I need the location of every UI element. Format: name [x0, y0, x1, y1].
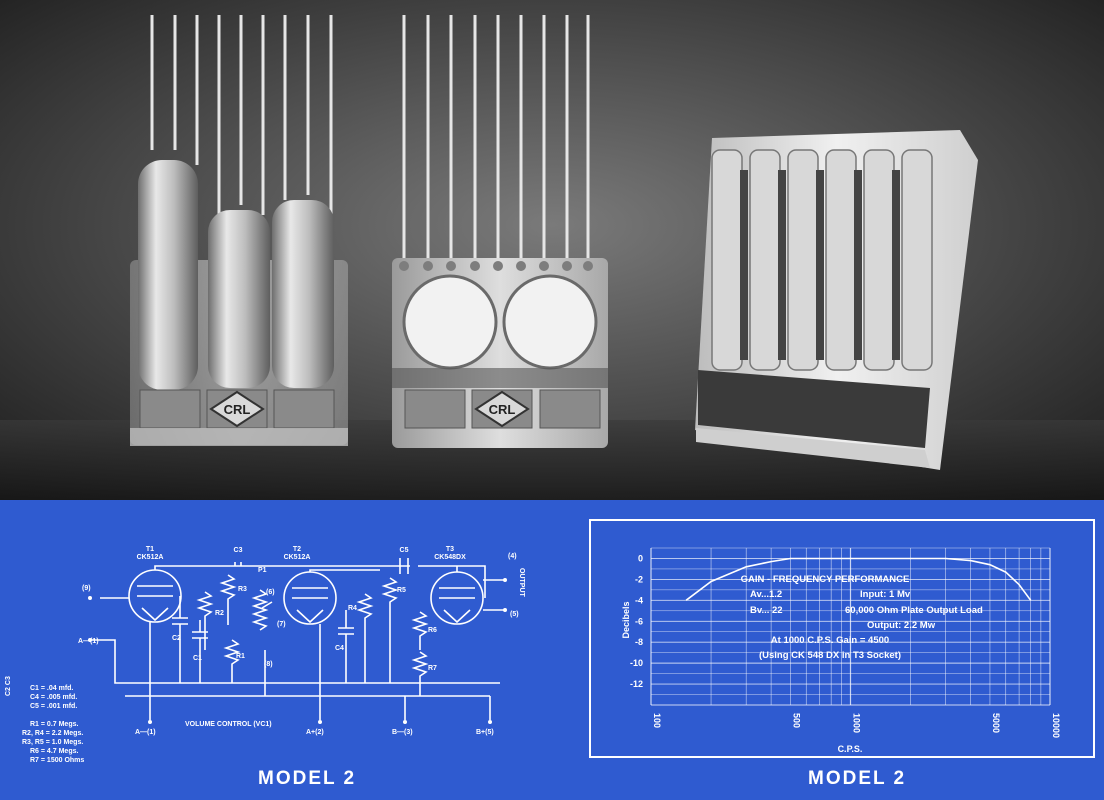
schematic-model-title: MODEL 2 — [258, 768, 357, 789]
x-tick-label: 100 — [652, 713, 662, 728]
annotation-bv: Bv... 22 — [750, 605, 783, 616]
annotation-load: 60,000 Ohm Plate Output Load — [845, 605, 983, 616]
x-axis-label: C.P.S. — [838, 744, 863, 754]
legend-item: R6 = 4.7 Megs. — [30, 748, 78, 755]
label-a1-bottom: A—(1) — [135, 729, 156, 736]
chart-annotations: GAIN - FREQUENCY PERFORMANCE Av...1.2 In… — [741, 574, 983, 661]
label-t1-type: CK512A — [137, 554, 164, 561]
legend-side-label: C2 C3 — [5, 676, 12, 696]
label-r5: R5 — [397, 587, 406, 594]
x-tick-label: 1000 — [852, 713, 862, 733]
label-pin4: (4) — [508, 553, 517, 560]
y-tick-label: -6 — [635, 616, 643, 626]
label-c1: C1 — [193, 655, 202, 662]
label-pin6: (6) — [266, 589, 275, 596]
legend-item: C1 = .04 mfd. — [30, 685, 73, 692]
y-tick-labels: 0 -2 -4 -6 -8 -10 -12 — [630, 553, 643, 689]
label-r2: R2 — [215, 610, 224, 617]
label-r3: R3 — [238, 586, 247, 593]
crl-logo-2: CRL — [474, 390, 530, 428]
label-c4: C4 — [335, 645, 344, 652]
y-tick-label: 0 — [638, 553, 643, 563]
label-bplus5: B+(5) — [476, 729, 494, 736]
y-tick-label: -2 — [635, 574, 643, 584]
annotation-output: Output: 2.2 Mw — [867, 620, 936, 631]
label-t2: T2 — [293, 546, 301, 553]
legend-item: R1 = 0.7 Megs. — [30, 721, 78, 728]
label-a1-left: A—(1) — [78, 638, 99, 645]
label-c5: C5 — [400, 547, 409, 554]
label-t3-type: CK548DX — [434, 554, 466, 561]
y-tick-label: -4 — [635, 595, 643, 605]
tube-module: CRL — [130, 15, 348, 446]
label-c2: C2 — [172, 635, 181, 642]
x-tick-label: 10000 — [1051, 713, 1061, 738]
label-r4: R4 — [348, 605, 357, 612]
product-photo: CRL — [0, 0, 1104, 500]
annotation-input: Input: 1 Mv — [860, 589, 911, 600]
gain-curve — [685, 557, 1032, 601]
label-r7: R7 — [428, 665, 437, 672]
label-bminus3: B—(3) — [392, 729, 413, 736]
label-output: OUTPUT — [518, 568, 525, 598]
crl-logo-text-2: CRL — [489, 402, 516, 417]
label-pin5: (5) — [510, 611, 519, 618]
sleeve-module — [695, 130, 978, 470]
label-r1: R1 — [236, 653, 245, 660]
chart-grid — [650, 547, 1051, 706]
annotation-gain: At 1000 C.P.S. Gain = 4500 — [771, 635, 889, 646]
label-t1: T1 — [146, 546, 154, 553]
x-tick-labels: 100 500 1000 5000 10000 — [652, 713, 1061, 738]
legend-item: R2, R4 = 2.2 Megs. — [22, 730, 83, 737]
y-axis-label: Decibels — [621, 601, 631, 638]
label-pin9: (9) — [82, 585, 91, 592]
graph-model-title: MODEL 2 — [808, 768, 907, 789]
y-tick-label: -8 — [635, 637, 643, 647]
label-pin8: (8) — [264, 661, 273, 668]
annotation-av: Av...1.2 — [750, 589, 782, 600]
annotation-note: (Using CK 548 DX in T3 Socket) — [759, 650, 901, 661]
label-p1: P1 — [258, 567, 267, 574]
label-volume-control: VOLUME CONTROL (VC1) — [185, 721, 272, 728]
x-tick-label: 500 — [791, 713, 801, 728]
legend-item: C5 = .001 mfd. — [30, 703, 77, 710]
schematic-diagram: T1 CK512A T2 CK512A T3 CK548DX C3 C5 C2 … — [5, 546, 525, 764]
legend-item: C4 = .005 mfd. — [30, 694, 77, 701]
chart-frame — [589, 519, 1095, 758]
label-t3: T3 — [446, 546, 454, 553]
component-legend: C2 C3 C1 = .04 mfd. C4 = .005 mfd. C5 = … — [5, 676, 84, 764]
crl-logo-text: CRL — [224, 402, 251, 417]
label-t2-type: CK512A — [284, 554, 311, 561]
legend-item: R7 = 1500 Ohms — [30, 757, 84, 764]
label-pin7: (7) — [277, 621, 286, 628]
gain-frequency-chart: 0 -2 -4 -6 -8 -10 -12 100 500 1000 5000 10000 Deci… — [589, 519, 1095, 758]
label-r6: R6 — [428, 627, 437, 634]
legend-item: R3, R5 = 1.0 Megs. — [22, 739, 83, 746]
label-c3: C3 — [234, 547, 243, 554]
label-aplus2: A+(2) — [306, 729, 324, 736]
y-tick-label: -12 — [630, 679, 643, 689]
crl-logo: CRL — [209, 390, 265, 428]
blueprint-panel: T1 CK512A T2 CK512A T3 CK548DX C3 C5 C2 … — [0, 500, 1104, 800]
annotation-title: GAIN - FREQUENCY PERFORMANCE — [741, 574, 910, 585]
capacitor-module: CRL — [392, 15, 608, 448]
x-tick-label: 5000 — [991, 713, 1001, 733]
y-tick-label: -10 — [630, 658, 643, 668]
